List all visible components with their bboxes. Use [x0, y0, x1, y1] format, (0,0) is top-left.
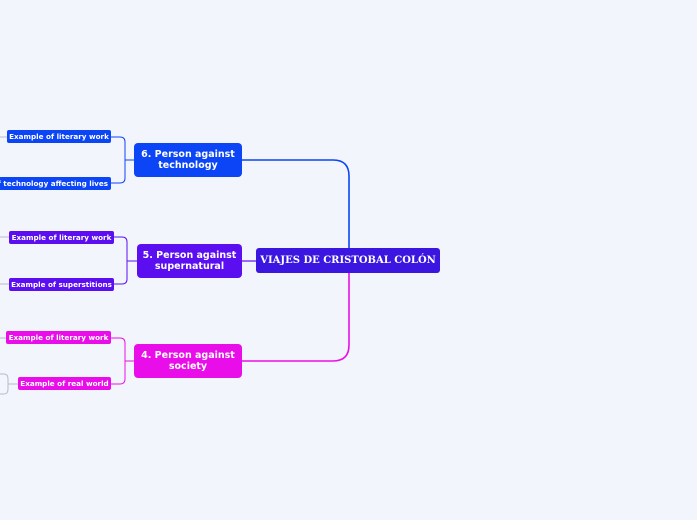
connector-root-technology	[242, 159, 350, 248]
subtopic-supernatural-superstitions[interactable]: Example of superstitions	[9, 278, 114, 291]
subtopic-label: Example of real world	[20, 379, 109, 388]
subtopic-supernatural-literary-work[interactable]: Example of literary work	[9, 231, 114, 244]
branch-person-against-technology[interactable]: 6. Person against technology	[134, 143, 242, 177]
subtopic-label: Example of technology affecting lives	[0, 179, 108, 188]
branch-label: 6. Person against technology	[141, 149, 235, 171]
branch-person-against-supernatural[interactable]: 5. Person against supernatural	[137, 244, 242, 278]
branch-label: 5. Person against supernatural	[142, 250, 237, 272]
subtopic-society-literary-work[interactable]: Example of literary work	[6, 331, 111, 344]
root-topic[interactable]: VIAJES DE CRISTOBAL COLÓN	[256, 248, 440, 273]
subtopic-label: Example of literary work	[8, 333, 109, 342]
root-topic-label: VIAJES DE CRISTOBAL COLÓN	[260, 255, 436, 266]
subtopic-label: Example of literary work	[9, 132, 109, 141]
connector-society-children	[111, 337, 134, 385]
connector-root-society	[242, 273, 350, 362]
subtopic-technology-literary-work[interactable]: Example of literary work	[7, 130, 111, 143]
connector-technology-children	[111, 136, 134, 184]
connector-supernatural-children	[114, 236, 137, 285]
branch-label: 4. Person against society	[141, 350, 235, 372]
subtopic-label: Example of superstitions	[11, 280, 112, 289]
branch-person-against-society[interactable]: 4. Person against society	[134, 344, 242, 378]
connector-offscreen-stubs	[0, 136, 18, 395]
subtopic-label: Example of literary work	[11, 233, 112, 242]
subtopic-society-real-world[interactable]: Example of real world	[18, 377, 111, 390]
subtopic-technology-affecting-lives[interactable]: Example of technology affecting lives	[0, 177, 111, 190]
